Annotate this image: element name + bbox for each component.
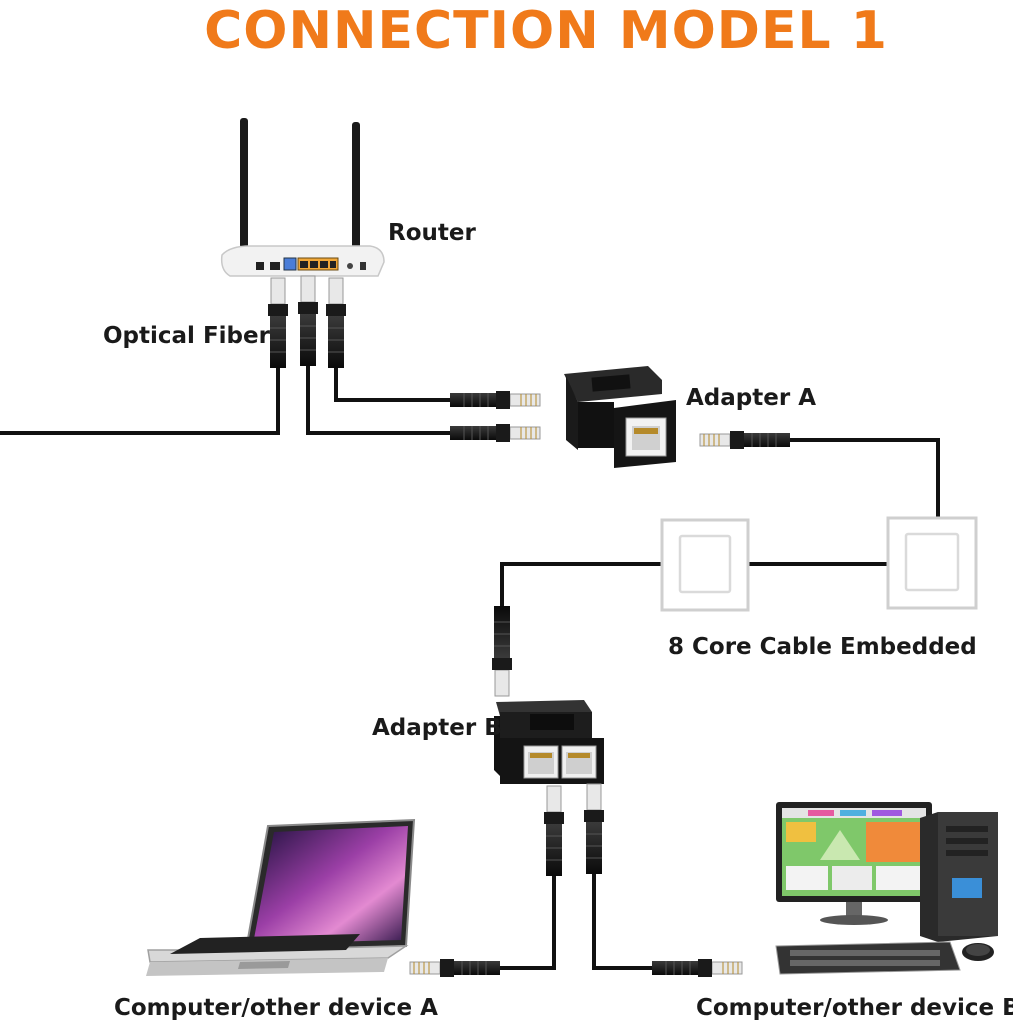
adapter-b-input-plug	[491, 605, 513, 697]
fiber-cable	[0, 360, 280, 435]
router-icon	[220, 118, 385, 277]
router-label: Router	[388, 220, 476, 246]
cable-label: 8 Core Cable Embedded	[668, 634, 977, 660]
adapter-a-label: Adapter A	[686, 385, 816, 411]
cables	[0, 360, 940, 970]
router-plugs	[267, 275, 347, 369]
wallplate-to-adapter-b-cable	[500, 562, 662, 608]
adapter-a-icon	[564, 366, 676, 468]
device-b-plug	[651, 958, 743, 978]
adapter-a-output-plug	[699, 430, 791, 450]
optical-fiber-label: Optical Fiber	[103, 323, 271, 349]
device-a-label: Computer/other device A	[114, 995, 438, 1021]
wall-plate-left-icon	[660, 518, 750, 612]
adapter-b-to-device-b-cable	[592, 870, 652, 970]
labels: Router Optical Fiber Adapter A 8 Core Ca…	[103, 220, 1013, 1021]
device-b-label: Computer/other device B	[696, 995, 1013, 1021]
adapter-a-to-wallplate-cable	[790, 438, 940, 520]
adapter-b-to-device-a-cable	[500, 870, 556, 970]
adapter-b-output-plugs	[543, 783, 605, 877]
adapter-b-icon	[494, 700, 604, 784]
device-a-plug	[409, 958, 501, 978]
laptop-icon	[146, 818, 416, 976]
router-to-adapter-a-cable-2	[306, 360, 450, 435]
adapter-a-input-plugs	[449, 390, 541, 443]
adapter-b-label: Adapter B	[372, 715, 502, 741]
router-to-adapter-a-cable-1	[334, 360, 450, 402]
wall-plate-right-icon	[886, 516, 978, 610]
desktop-computer-icon	[775, 802, 998, 975]
diagram-title: CONNECTION MODEL 1	[204, 1, 888, 61]
